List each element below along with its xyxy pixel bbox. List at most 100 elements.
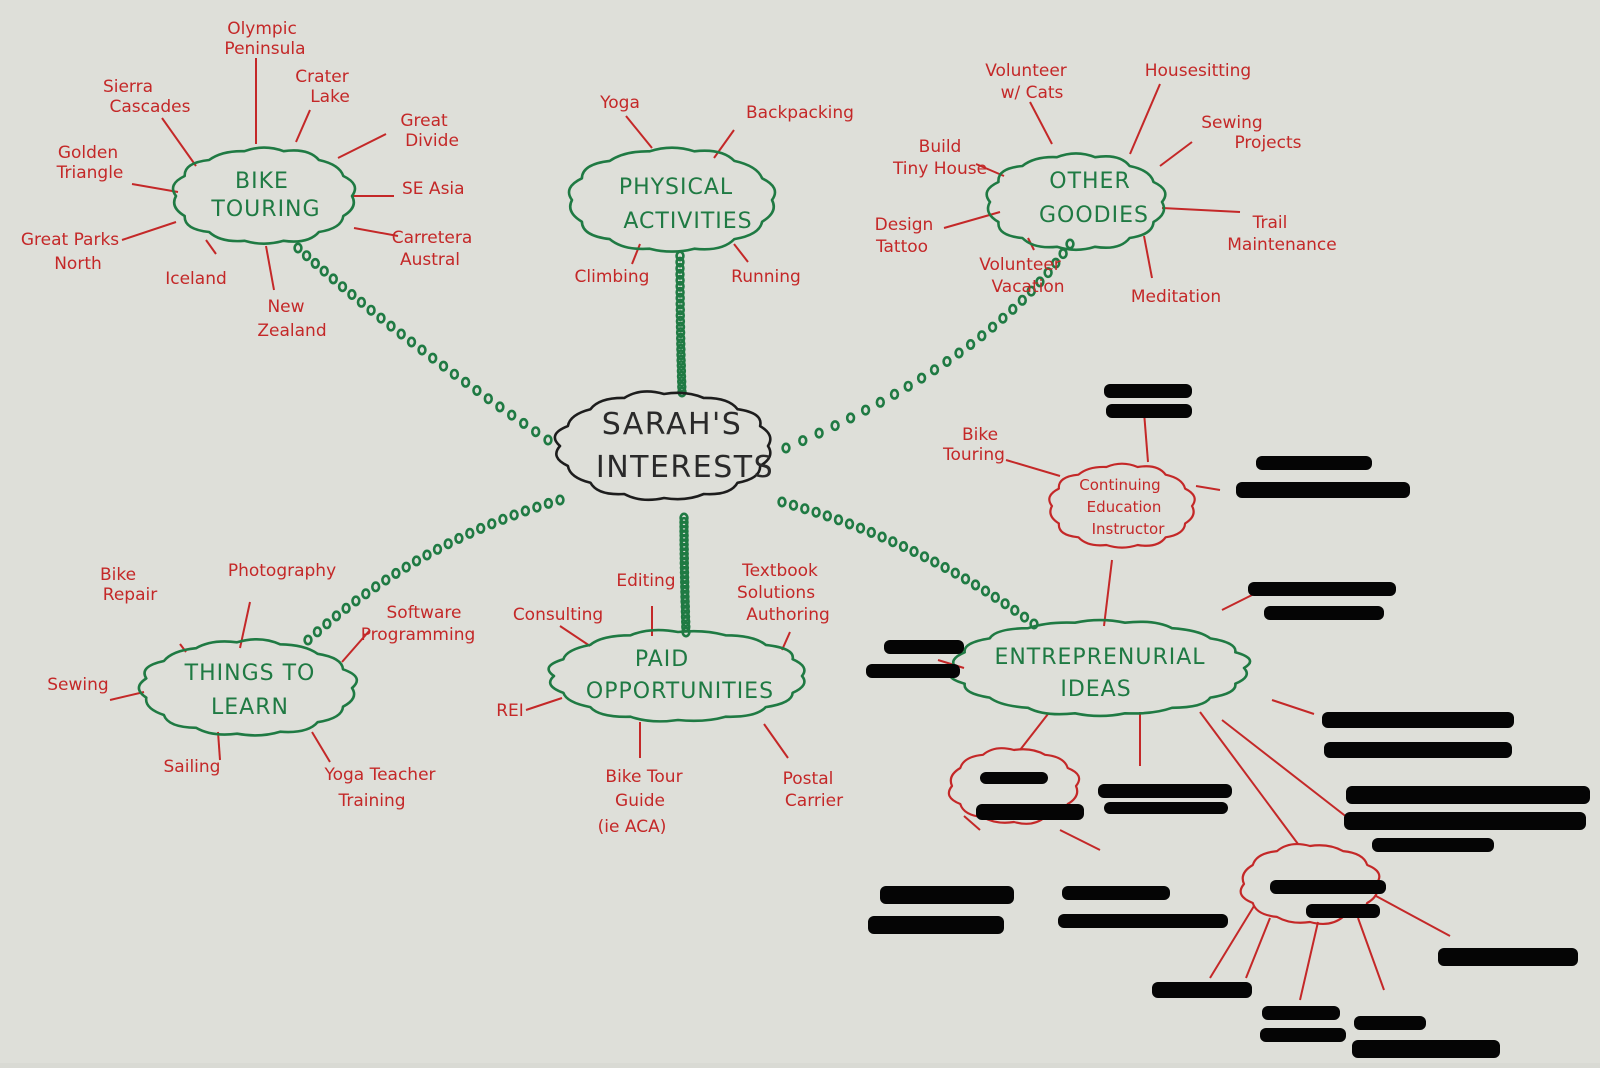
- connector-dot: [396, 328, 406, 340]
- other-goodies-line1: OTHER: [1049, 169, 1130, 194]
- connector-dot: [675, 315, 686, 327]
- connector-dot: [293, 242, 303, 254]
- connector-dot: [465, 527, 475, 539]
- physical-activities-line2: ACTIVITIES: [623, 209, 752, 234]
- redaction-bar: [1438, 948, 1578, 966]
- other-goodies-cloud: [985, 152, 1167, 252]
- paid-opportunities-line2: OPPORTUNITIES: [586, 679, 774, 704]
- spoke-line: [1143, 411, 1149, 463]
- redaction-bar: [1256, 456, 1372, 470]
- connector-dot: [990, 591, 1000, 603]
- paid-opportunities-line1: PAID: [635, 647, 689, 672]
- leaf-backpacking: Backpacking: [746, 103, 854, 123]
- bike-touring-cloud: [171, 146, 357, 245]
- redaction-bar: [1098, 784, 1232, 798]
- connector-dot: [328, 273, 338, 285]
- redaction-bar: [1262, 1006, 1340, 1020]
- connector-dot: [888, 536, 898, 548]
- spoke-line: [1299, 921, 1319, 1001]
- spoke-line: [1029, 101, 1053, 145]
- spoke-line: [1005, 459, 1061, 477]
- leaf-iceland: Iceland: [165, 269, 227, 289]
- connector-dot: [970, 579, 981, 591]
- spoke-line: [733, 243, 749, 263]
- connector-dot: [319, 265, 329, 277]
- spoke-line: [265, 245, 275, 291]
- connector-dot: [675, 310, 685, 322]
- connector-dot: [676, 343, 686, 355]
- spoke-line: [1161, 207, 1241, 213]
- leaf-climbing: Climbing: [575, 267, 650, 287]
- redaction-bar: [1322, 712, 1514, 728]
- spoke-line: [1129, 83, 1161, 155]
- connector-dot: [679, 576, 690, 588]
- connector-dot: [543, 497, 554, 509]
- connector-dot: [680, 611, 691, 623]
- connector-dot: [889, 388, 900, 400]
- connector-dot: [454, 532, 464, 544]
- redaction-bar: [1152, 982, 1252, 998]
- leaf-consulting: Consulting: [513, 605, 603, 625]
- leaf-rei: REI: [496, 701, 524, 721]
- continuing-education-line1: Continuing: [1079, 476, 1160, 494]
- connector-dot: [449, 368, 460, 380]
- connector-dot: [376, 312, 386, 324]
- leaf-photography: Photography: [228, 561, 336, 581]
- connector-dot: [898, 540, 909, 552]
- connector-dot: [877, 531, 887, 543]
- redaction-bar: [1346, 786, 1590, 804]
- connector-dot: [443, 538, 453, 550]
- redaction-bar: [866, 664, 960, 678]
- redaction-bar: [1058, 914, 1228, 928]
- redaction-bar: [1062, 886, 1170, 900]
- connector-dot: [532, 501, 542, 513]
- connector-dot: [301, 250, 312, 262]
- connector-dot: [676, 370, 687, 382]
- connector-dot: [788, 499, 799, 511]
- connector-dot: [977, 330, 987, 342]
- spoke-line: [525, 697, 563, 711]
- connector-dot: [950, 567, 960, 579]
- connector-dot: [866, 526, 876, 538]
- leaf-meditation: Meditation: [1131, 287, 1221, 307]
- spoke-line: [1143, 235, 1153, 279]
- connector-dot: [980, 585, 991, 597]
- spoke-line: [963, 815, 981, 831]
- other-goodies-line2: GOODIES: [1039, 203, 1149, 228]
- connector-dot: [909, 545, 919, 557]
- connector-dot: [675, 298, 685, 310]
- spoke-line: [631, 243, 641, 265]
- spoke-line: [1195, 485, 1221, 491]
- redaction-bar: [1306, 904, 1380, 918]
- redaction-bar: [1106, 404, 1192, 418]
- connector-dot: [530, 426, 541, 438]
- connector-dot: [675, 268, 685, 280]
- spoke-line: [1103, 559, 1113, 627]
- connector-dot: [438, 360, 449, 372]
- connector-dot: [351, 595, 361, 607]
- connector-dot: [337, 281, 348, 293]
- connector-dot: [428, 352, 438, 364]
- leaf-se-asia: SE Asia: [402, 179, 465, 199]
- connector-dot: [903, 380, 913, 392]
- connector-dot: [930, 556, 940, 568]
- connector-dot: [675, 286, 685, 298]
- spoke-line: [1159, 141, 1193, 167]
- spoke-line: [311, 731, 331, 763]
- connector-dot: [312, 626, 323, 638]
- redaction-bars: [866, 384, 1590, 1058]
- spoke-line: [1271, 699, 1315, 715]
- leaf-yoga: Yoga: [599, 93, 640, 113]
- connector-dot: [822, 510, 832, 522]
- continuing-education-line2: Education: [1087, 498, 1162, 516]
- connector-dot: [1008, 303, 1018, 315]
- connector-dot: [1017, 294, 1027, 306]
